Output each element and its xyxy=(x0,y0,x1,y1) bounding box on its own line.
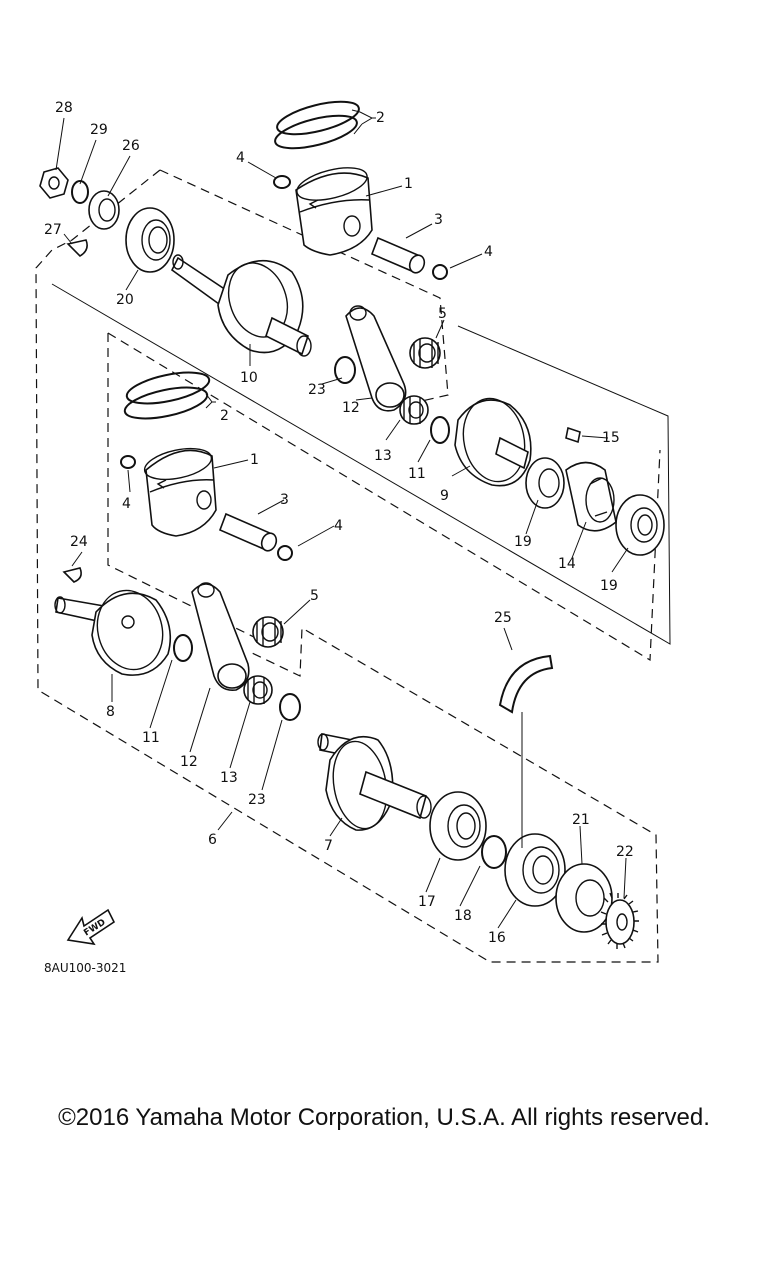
label-18: 18 xyxy=(454,908,472,924)
label-2-lower: 2 xyxy=(220,408,229,424)
center-shaft-14 xyxy=(565,461,617,532)
label-9: 9 xyxy=(440,488,449,504)
needle-bearing-upper xyxy=(409,337,441,369)
oil-seal-21 xyxy=(555,863,613,933)
label-24: 24 xyxy=(70,534,88,550)
label-7: 7 xyxy=(324,838,333,854)
copyright-notice: ©2016 Yamaha Motor Corporation, U.S.A. A… xyxy=(58,1104,710,1131)
label-14: 14 xyxy=(558,556,576,572)
exploded-crankshaft-diagram: 28 29 26 27 20 2 4 1 3 4 5 10 23 12 13 1… xyxy=(35,100,671,975)
thrust-washer-lower xyxy=(279,693,301,721)
bearing-19-left xyxy=(525,457,565,509)
washer-18 xyxy=(481,835,507,869)
label-23-upper: 23 xyxy=(308,382,326,398)
label-4-upper-left: 4 xyxy=(236,150,245,166)
dowel-pin-15 xyxy=(565,426,581,444)
callout-labels: 28 29 26 27 20 2 4 1 3 4 5 10 23 12 13 1… xyxy=(44,100,634,946)
label-11-upper: 11 xyxy=(408,466,426,482)
piston-ring-upper xyxy=(274,100,360,150)
label-29: 29 xyxy=(90,122,108,138)
label-19-right: 19 xyxy=(600,578,618,594)
label-3-upper: 3 xyxy=(434,212,443,228)
label-17: 17 xyxy=(418,894,436,910)
washer-lower xyxy=(173,634,193,662)
crank-section-outline xyxy=(51,283,671,645)
label-1-upper: 1 xyxy=(404,176,413,192)
label-1-lower: 1 xyxy=(250,452,259,468)
circlip-upper-left xyxy=(273,175,291,189)
connecting-rod-lower xyxy=(191,582,250,692)
main-bearing-16 xyxy=(504,833,566,907)
label-13-upper: 13 xyxy=(374,448,392,464)
label-6: 6 xyxy=(208,832,217,848)
forward-direction-arrow: FWD xyxy=(66,908,116,946)
piston-upper xyxy=(295,167,373,256)
label-27: 27 xyxy=(44,222,62,238)
label-2-upper: 2 xyxy=(376,110,385,126)
needle-bearing-13-upper xyxy=(399,395,429,425)
crankshaft-half-8 xyxy=(54,589,172,676)
circlip-lower-right xyxy=(277,545,293,561)
diagram-code: 8AU100-3021 xyxy=(44,961,126,975)
label-20: 20 xyxy=(116,292,134,308)
crankshaft-half-10 xyxy=(170,254,312,357)
bearing-19-right xyxy=(615,494,665,556)
label-16: 16 xyxy=(488,930,506,946)
label-4-lower-left: 4 xyxy=(122,496,131,512)
circlip-upper-right xyxy=(432,264,448,280)
leader-lines xyxy=(55,109,629,929)
label-26: 26 xyxy=(122,138,140,154)
crankshaft-half-9 xyxy=(454,397,532,487)
label-23-lower: 23 xyxy=(248,792,266,808)
piston-pin-upper xyxy=(370,236,426,274)
label-25: 25 xyxy=(494,610,512,626)
half-ring-25 xyxy=(498,654,554,714)
circlip-lower-left xyxy=(120,455,136,469)
label-3-lower: 3 xyxy=(280,492,289,508)
washer-upper xyxy=(430,416,450,444)
right-crank-boundary xyxy=(107,333,261,641)
oil-seal-26 xyxy=(88,190,120,230)
lock-washer-29 xyxy=(71,180,89,204)
label-13-lower: 13 xyxy=(220,770,238,786)
upper-assembly-boundary xyxy=(159,169,449,406)
label-5-lower: 5 xyxy=(310,588,319,604)
needle-bearing-13-lower xyxy=(243,675,273,705)
thrust-washer-upper xyxy=(334,356,356,384)
piston-ring-lower xyxy=(123,371,211,420)
label-10: 10 xyxy=(240,370,258,386)
connecting-rod-upper xyxy=(345,305,407,412)
label-12-upper: 12 xyxy=(342,400,360,416)
piston-pin-lower xyxy=(218,512,278,552)
label-21: 21 xyxy=(572,812,590,828)
label-4-upper-right: 4 xyxy=(484,244,493,260)
label-5-upper: 5 xyxy=(438,306,447,322)
woodruff-key-24 xyxy=(62,567,82,583)
main-bearing-17 xyxy=(429,791,487,861)
gear-22 xyxy=(600,892,639,949)
left-crank-boundary xyxy=(35,169,659,963)
piston-lower xyxy=(143,447,217,537)
label-4-lower-right: 4 xyxy=(334,518,343,534)
label-15: 15 xyxy=(602,430,620,446)
label-28: 28 xyxy=(55,100,73,116)
label-19-left: 19 xyxy=(514,534,532,550)
nut-28 xyxy=(39,167,69,199)
woodruff-key-27 xyxy=(66,239,88,258)
label-12-lower: 12 xyxy=(180,754,198,770)
label-8: 8 xyxy=(106,704,115,720)
main-bearing-20 xyxy=(125,207,175,273)
crankshaft-half-7 xyxy=(317,733,432,831)
needle-bearing-lower xyxy=(252,616,284,648)
label-11-lower: 11 xyxy=(142,730,160,746)
label-22: 22 xyxy=(616,844,634,860)
